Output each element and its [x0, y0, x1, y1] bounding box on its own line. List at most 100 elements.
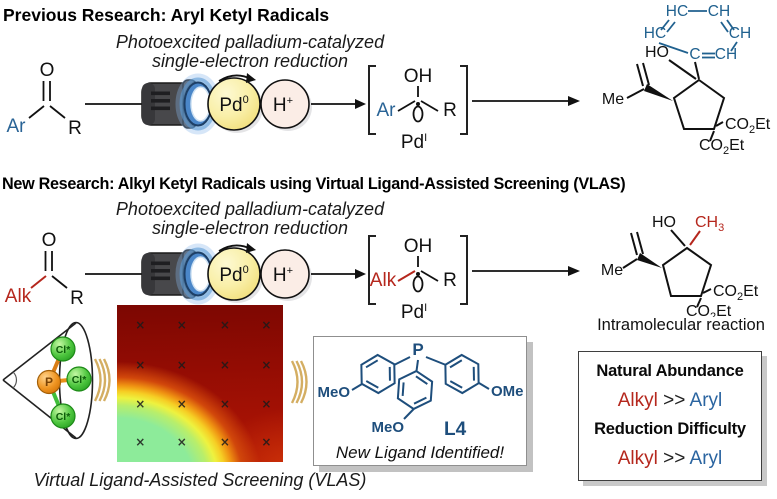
oh-label: OH — [404, 236, 433, 257]
alkyl-label: Alkyl — [617, 447, 658, 469]
caption-line2: single-electron reduction — [151, 51, 349, 72]
previous-research-heading: Previous Research: Aryl Ketyl Radicals — [3, 5, 330, 25]
r-group-label: R — [70, 288, 84, 306]
ome-label: OMe — [491, 383, 524, 400]
me-label: Me — [602, 91, 624, 108]
me-label: Me — [601, 262, 623, 279]
vinylidene-double-bond — [636, 231, 644, 255]
ester-bond — [696, 297, 702, 308]
ligand-name: L4 — [444, 419, 467, 440]
ch3-label: CH3 — [695, 214, 724, 234]
p-label: P — [412, 340, 423, 359]
virtual-ligand-cone: Cl* Cl* Cl* P — [2, 321, 94, 440]
alk-bond — [397, 270, 416, 282]
left-bracket — [368, 235, 376, 305]
alkyl-label: Alkyl — [617, 389, 658, 411]
data-point-marker: × — [135, 357, 146, 372]
right-bracket — [460, 235, 468, 305]
proton-label: H+ — [273, 95, 293, 116]
heatmap-markers: ×××××××××××××××× — [117, 305, 283, 462]
new-research-heading: New Research: Alkyl Ketyl Radicals using… — [2, 175, 626, 193]
p-aryl-bond — [415, 359, 419, 372]
reaction-caption-new: Photoexcited palladium-catalyzed single-… — [85, 199, 415, 239]
screening-heatmap: ×××××××××××××××× — [117, 305, 283, 462]
flashlight-icon — [141, 243, 221, 305]
ar-group-label: Ar — [7, 116, 27, 136]
data-point-marker: × — [176, 318, 187, 333]
radical-orbital-lobe — [412, 105, 424, 123]
alk-group-label: Alk — [5, 286, 32, 306]
data-point-marker: × — [219, 357, 230, 372]
carbonyl-o-label: O — [40, 60, 55, 81]
data-point-marker: × — [135, 434, 146, 449]
virtual-cl-atom — [50, 336, 76, 362]
ar-bond — [397, 100, 416, 112]
alkyl-product-structure: HO CH3 Me CO2Et CO2Et — [601, 214, 759, 317]
phenyl-attachment-bond — [694, 61, 700, 80]
ring-carbon-label: CH — [708, 3, 730, 20]
cl-label: Cl* — [72, 374, 88, 386]
data-point-marker: × — [261, 357, 272, 372]
o-bond — [351, 383, 363, 391]
aryl-label: Aryl — [689, 389, 723, 411]
cone-edge — [2, 322, 77, 381]
oh-label: OH — [404, 66, 433, 87]
pd0-label: Pd0 — [219, 264, 248, 286]
aryl-ketyl-radical-intermediate: OH Ar R PdI — [368, 65, 468, 152]
arrowhead — [355, 99, 366, 109]
ar-group-label: Ar — [377, 100, 397, 121]
arrow-to-product — [472, 96, 580, 106]
pd-catalyst-badge: Pd0 — [207, 243, 263, 303]
proton-badge: H+ — [260, 249, 312, 301]
alkyl-ketyl-radical-intermediate: OH Alk R PdI — [368, 235, 468, 322]
r-group-label: R — [443, 100, 457, 121]
proton-badge: H+ — [260, 79, 312, 131]
ho-bond — [668, 59, 697, 80]
ester-label: CO2Et — [713, 283, 759, 303]
aryl-label: Aryl — [689, 447, 723, 469]
cone-angle-arc — [12, 371, 17, 389]
flashlight-icon — [141, 73, 221, 135]
o-bond — [478, 382, 490, 390]
o-bond — [403, 408, 415, 420]
ligand-l4-structure: P MeO OMe MeO L4 — [317, 340, 524, 440]
phenyl-ring-explicit: HC CH HC CH C CH — [644, 3, 751, 63]
radical-orbital-lobe — [412, 275, 424, 293]
vinylidene-double-bond — [642, 62, 650, 86]
data-point-marker: × — [219, 318, 230, 333]
arrow-to-product — [472, 266, 580, 276]
ester-label: CO2Et — [686, 303, 732, 317]
ester-label: CO2Et — [725, 116, 771, 136]
me-bond — [626, 88, 645, 99]
data-point-marker: × — [261, 318, 272, 333]
r-bond — [49, 105, 66, 119]
meo-label: MeO — [371, 419, 404, 436]
ho-label: HO — [645, 44, 669, 61]
cyclopentane-ring — [672, 78, 726, 130]
new-ligand-caption: New Ligand Identified! — [335, 443, 505, 462]
vlas-caption: Virtual Ligand-Assisted Screening (VLAS) — [33, 470, 367, 490]
p-label: P — [45, 375, 53, 389]
natural-abundance-comparison: Alkyl >> Aryl — [579, 390, 761, 412]
r-group-label: R — [68, 118, 82, 136]
wedge-bond — [644, 84, 673, 101]
radical-dot — [416, 102, 420, 106]
ester-label: CO2Et — [699, 137, 745, 157]
caption-line1: Photoexcited palladium-catalyzed — [115, 32, 385, 52]
proton-label: H+ — [273, 265, 293, 286]
cl-label: Cl* — [56, 411, 72, 423]
aryl-product-structure: HC CH HC CH C CH HO Me CO2Et CO2Et — [602, 3, 771, 157]
data-point-marker: × — [176, 357, 187, 372]
ring-carbon-label: CH — [715, 46, 737, 63]
anisyl-ring — [396, 368, 434, 412]
reduction-difficulty-comparison: Alkyl >> Aryl — [579, 448, 761, 470]
anisyl-ring — [352, 349, 404, 399]
much-greater-symbol: >> — [663, 389, 686, 411]
reaction-conditions-new: Pd0 H+ — [85, 243, 366, 305]
intramolecular-note: Intramolecular reaction — [597, 316, 765, 334]
much-greater-symbol: >> — [663, 447, 686, 469]
r-bond — [420, 100, 439, 112]
ch3-bond — [689, 230, 701, 246]
reaction-caption-previous: Photoexcited palladium-catalyzed single-… — [85, 32, 415, 72]
caption-line1: Photoexcited palladium-catalyzed — [115, 199, 385, 219]
